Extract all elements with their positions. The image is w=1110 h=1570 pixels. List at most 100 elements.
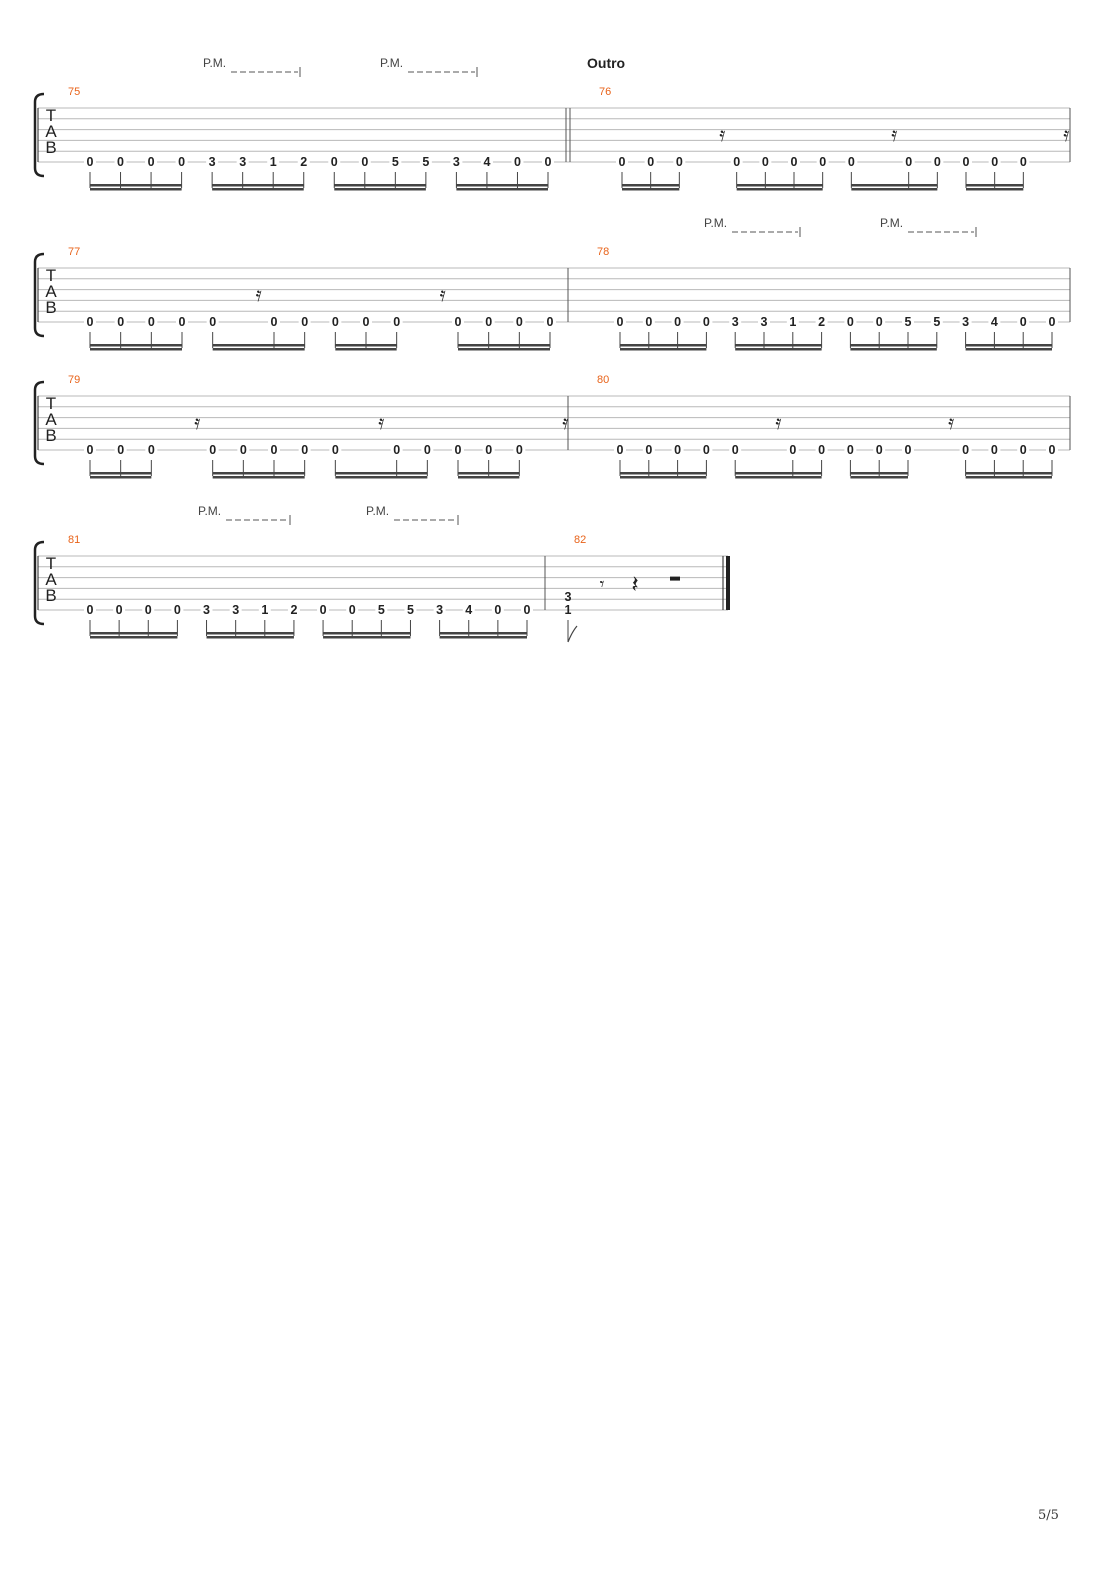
fret-number: 0 (1049, 315, 1056, 329)
fret-mask (390, 443, 403, 457)
fret-number: 0 (179, 315, 186, 329)
tab-clef-letter: T (46, 394, 56, 413)
fret-number: 0 (117, 443, 124, 457)
fret-number: 0 (516, 443, 523, 457)
fret-mask (513, 443, 526, 457)
fret-mask (482, 443, 495, 457)
fret-number: 0 (363, 315, 370, 329)
fret-mask (902, 443, 914, 457)
fret-mask (788, 155, 800, 169)
measure-number: 77 (68, 246, 80, 258)
beam (335, 344, 397, 347)
fret-mask (268, 315, 280, 329)
fret-number: 2 (300, 155, 307, 169)
fret-number: 4 (991, 315, 998, 329)
eighth-rest: 𝄾 (600, 574, 605, 594)
tab-clef-letter: T (46, 266, 56, 285)
fret-number: 0 (209, 315, 216, 329)
fret-number: 0 (1049, 443, 1056, 457)
fret-mask (815, 443, 828, 457)
fret-number: 0 (819, 155, 826, 169)
fret-number: 3 (732, 315, 739, 329)
fret-number: 0 (485, 315, 492, 329)
beam (620, 348, 707, 351)
fret-mask (758, 315, 770, 329)
fret-mask (175, 155, 188, 169)
tab-clef-letter: A (45, 570, 57, 589)
fret-number: 0 (301, 443, 308, 457)
fret-number: 0 (876, 315, 883, 329)
beam (90, 632, 178, 635)
fret-number: 0 (905, 155, 912, 169)
fret-number: 0 (174, 603, 181, 617)
fret-number: 0 (674, 443, 681, 457)
beam (90, 472, 152, 475)
fret-mask (237, 443, 250, 457)
fret-mask (511, 155, 524, 169)
fret-number: 0 (876, 443, 883, 457)
fret-number: 0 (617, 315, 624, 329)
palm-mute-label: P.M. (198, 504, 221, 518)
beam (735, 476, 822, 479)
sixteenth-rest: 𝄿 (948, 412, 954, 434)
fret-number: 5 (905, 315, 912, 329)
beam (90, 188, 182, 191)
fret-number: 0 (301, 315, 308, 329)
fret-number: 0 (271, 443, 278, 457)
sixteenth-rest: 𝄿 (378, 412, 384, 434)
fret-mask (931, 155, 944, 169)
beam (850, 348, 937, 351)
fret-mask (419, 155, 432, 169)
beam (456, 188, 548, 191)
fret-number: 0 (87, 155, 94, 169)
fret-mask (644, 155, 657, 169)
fret-number: 4 (483, 155, 490, 169)
fret-number: 0 (87, 603, 94, 617)
beam (736, 188, 823, 191)
fret-mask (360, 315, 372, 329)
measure-number: 75 (68, 86, 80, 98)
fret-mask (329, 443, 342, 457)
fret-mask (433, 603, 446, 617)
system-bracket (33, 252, 45, 338)
fret-mask (268, 443, 280, 457)
fret-mask (873, 315, 886, 329)
measure-number: 76 (599, 86, 611, 98)
beam (851, 188, 938, 191)
fret-mask (206, 443, 219, 457)
fret-mask (988, 443, 1001, 457)
fret-mask (844, 443, 857, 457)
fret-mask (759, 155, 772, 169)
beam (965, 344, 1052, 347)
fret-number: 1 (261, 603, 268, 617)
fret-number: 5 (378, 603, 385, 617)
beam (622, 188, 680, 191)
fret-mask (845, 155, 858, 169)
beam (212, 184, 304, 187)
tab-clef-letter: T (46, 554, 56, 573)
fret-mask (786, 443, 799, 457)
beam (622, 184, 680, 187)
beam (735, 472, 822, 475)
tab-clef-letter: B (45, 586, 56, 605)
fret-mask (389, 155, 402, 169)
fret-mask (700, 443, 713, 457)
fret-mask (513, 315, 526, 329)
fret-number: 0 (320, 603, 327, 617)
beam (735, 344, 822, 347)
beam (965, 472, 1052, 475)
sixteenth-rest: 𝄿 (256, 284, 262, 306)
beam (90, 636, 178, 639)
beam (334, 184, 426, 187)
fret-number: 0 (674, 315, 681, 329)
half-rest (670, 576, 680, 581)
fret-mask (671, 315, 684, 329)
fret-number: 0 (148, 443, 155, 457)
fret-mask (959, 315, 972, 329)
fret-number: 3 (232, 603, 239, 617)
fret-number: 0 (271, 315, 278, 329)
fret-mask (1017, 315, 1030, 329)
fret-number: 0 (145, 603, 152, 617)
fret-mask (815, 315, 828, 329)
fret-mask (145, 315, 158, 329)
